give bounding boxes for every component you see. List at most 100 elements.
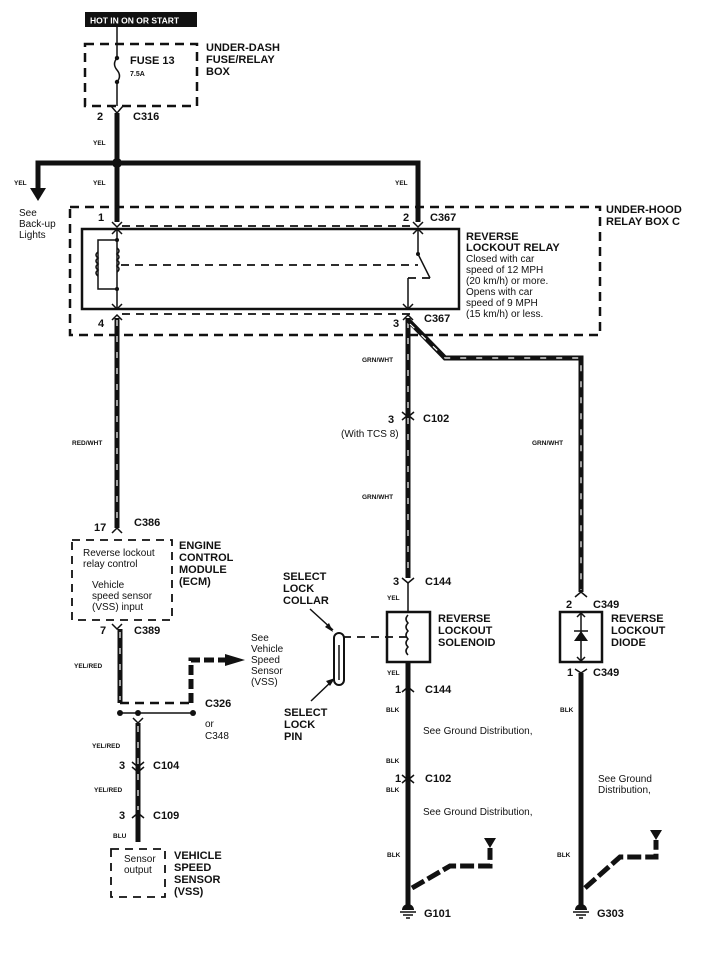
fuse-name: FUSE 13 [130, 55, 175, 67]
c386-pin: 17 [94, 522, 106, 534]
wire-color-yel-2: YEL [93, 180, 106, 187]
c326-alt-1: or [205, 719, 215, 730]
solenoid-coil-icon [405, 614, 410, 656]
wire-color-grn-wht-2: GRN/WHT [532, 440, 563, 447]
wire-color-grn-wht-3: GRN/WHT [362, 494, 393, 501]
c349a-pin: 2 [566, 599, 572, 611]
solenoid-name-2: LOCKOUT [438, 625, 493, 637]
vss-name-3: SENSOR [174, 874, 221, 886]
wire-color-yel-red-2: YEL/RED [92, 743, 120, 750]
fuse-box-name-2: FUSE/RELAY [206, 54, 275, 66]
ground-dist-ref-2[interactable]: See Ground Distribution, [423, 807, 533, 818]
wire-color-yel-3: YEL [395, 180, 408, 187]
c144b-label: C144 [425, 684, 452, 696]
backup-ref-3[interactable]: Lights [19, 230, 46, 241]
ecm-name-2: CONTROL [179, 552, 234, 564]
c104-label: C104 [153, 760, 180, 772]
c102a-note: (With TCS 8) [341, 429, 399, 440]
c326-alt-2: C348 [205, 731, 229, 742]
shield-wire-g101 [410, 848, 493, 891]
wire-color-yel-sol-1: YEL [387, 595, 400, 602]
c367-pin1: 1 [98, 212, 104, 224]
wire-color-red-wht: RED/WHT [72, 440, 102, 447]
relay-name-2: LOCKOUT RELAY [466, 242, 560, 254]
ecm-name-4: (ECM) [179, 576, 211, 588]
diode-name-3: DIODE [611, 637, 646, 649]
collar-name-3: COLLAR [283, 595, 329, 607]
fuse-rating: 7.5A [130, 71, 145, 78]
c367-label-bottom: C367 [424, 313, 450, 325]
c144a-label: C144 [425, 576, 452, 588]
vss-ref-1[interactable]: See [251, 633, 269, 644]
vss-ref-2[interactable]: Vehicle [251, 644, 284, 655]
wire-color-yel-red-1: YEL/RED [74, 663, 102, 670]
g303-label: G303 [597, 908, 624, 920]
c367-pin2: 2 [403, 212, 409, 224]
vss-name-4: (VSS) [174, 886, 204, 898]
collar-name-2: LOCK [283, 583, 314, 595]
relay-desc-4: Opens with car [466, 287, 533, 298]
under-dash-fuse-box: FUSE 13 7.5A UNDER-DASH FUSE/RELAY BOX [83, 27, 280, 108]
diode-name-1: REVERSE [611, 613, 664, 625]
c144b-pin: 1 [395, 684, 401, 696]
antenna-icon-g101 [484, 838, 496, 848]
diode-name-2: LOCKOUT [611, 625, 666, 637]
ecm-inner-1a: Reverse lockout [83, 548, 155, 559]
c316-pin: 2 [97, 111, 103, 123]
wire-color-blk-1: BLK [386, 707, 400, 714]
relay-switch-icon [417, 253, 431, 279]
relay-desc-2: speed of 12 MPH [466, 265, 543, 276]
vss-ref-5[interactable]: (VSS) [251, 677, 278, 688]
shield-wire-g303 [583, 840, 659, 890]
vss-ref-4[interactable]: Sensor [251, 666, 283, 677]
arrow-to-vss-icon [225, 654, 245, 666]
wire-yel-relay-pin2 [117, 160, 421, 222]
wire-color-blk-2: BLK [386, 758, 400, 765]
c102b-pin: 1 [395, 773, 401, 785]
wire-color-blk-4: BLK [387, 852, 401, 859]
c389-pin: 7 [100, 625, 106, 637]
c367-label-top: C367 [430, 212, 456, 224]
power-source-label: HOT IN ON OR START [90, 16, 180, 26]
vss-inner-1: Sensor [124, 854, 156, 865]
ground-dist-ref-3b[interactable]: Distribution, [598, 785, 651, 796]
fuse-box-name-3: BOX [206, 66, 231, 78]
ground-dist-ref-3a[interactable]: See Ground [598, 774, 652, 785]
antenna-icon-g303 [650, 830, 662, 840]
relay-resistor-icon [95, 251, 100, 277]
relay-desc-6: (15 km/h) or less. [466, 309, 543, 320]
c349a-label: C349 [593, 599, 619, 611]
c367-pin4: 4 [98, 318, 105, 330]
ground-dist-ref-1[interactable]: See Ground Distribution, [423, 726, 533, 737]
fuse-icon [113, 57, 121, 83]
solenoid-name-3: SOLENOID [438, 637, 496, 649]
vss-ref-3[interactable]: Speed [251, 655, 280, 666]
pin-name-1: SELECT [284, 707, 328, 719]
vss-inner-2: output [124, 865, 152, 876]
select-lock-collar-pin-icon [333, 632, 345, 686]
c386-label: C386 [134, 517, 160, 529]
ground-g101-icon [400, 904, 416, 919]
c367-pin3: 3 [393, 318, 399, 330]
pin-name-2: LOCK [284, 719, 315, 731]
c104-pin: 3 [119, 760, 125, 772]
c102a-pin: 3 [388, 414, 394, 426]
vehicle-speed-sensor [110, 848, 166, 898]
backup-ref-2[interactable]: Back-up [19, 219, 56, 230]
wire-color-yel-sol-2: YEL [387, 670, 400, 677]
ecm-inner-2b: speed sensor [92, 591, 153, 602]
c102b-label: C102 [425, 773, 451, 785]
wire-color-yel-1: YEL [93, 140, 106, 147]
c316-label: C316 [133, 111, 159, 123]
wire-color-grn-wht-1: GRN/WHT [362, 357, 393, 364]
ground-g303-icon [573, 904, 589, 919]
c144a-pin: 3 [393, 576, 399, 588]
backup-ref-1[interactable]: See [19, 208, 37, 219]
g101-label: G101 [424, 908, 451, 920]
wire-color-yel-backup: YEL [14, 180, 27, 187]
fuse-box-name-1: UNDER-DASH [206, 42, 280, 54]
c109-label: C109 [153, 810, 179, 822]
wire-color-blu: BLU [113, 833, 127, 840]
wire-yel-backup [35, 160, 117, 188]
